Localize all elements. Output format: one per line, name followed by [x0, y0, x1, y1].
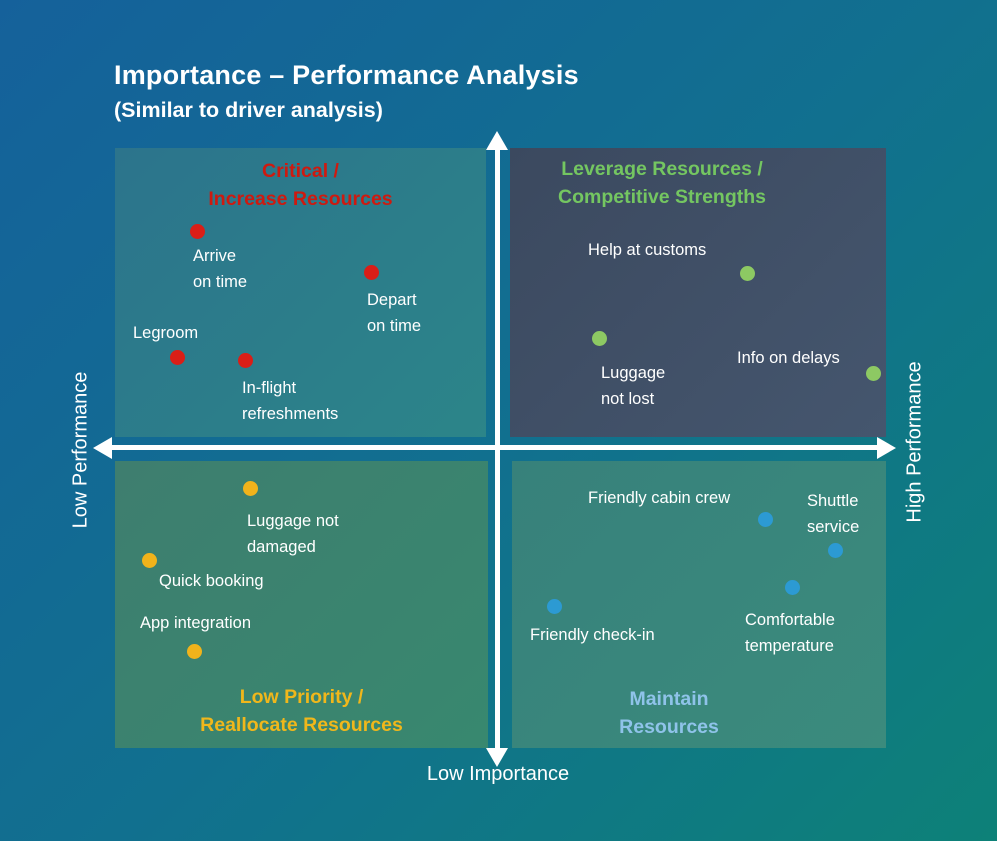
data-point-info-on-delays — [865, 365, 881, 381]
axis-label-high-performance: High Performance — [903, 361, 926, 523]
data-point-legroom — [169, 349, 185, 365]
page-title: Importance – Performance Analysis — [114, 60, 579, 90]
data-point-help-at-customs — [739, 265, 755, 281]
quadrant-title-maintain: Maintain Resources — [619, 688, 719, 738]
quadrant-title-low-priority: Low Priority / Reallocate Resources — [200, 686, 403, 736]
point-label-luggage-not-lost: Luggage not lost — [601, 364, 666, 408]
point-label-app-integration: App integration — [140, 614, 251, 632]
data-point-in-flight-refreshments — [237, 352, 253, 368]
point-label-friendly-check-in: Friendly check-in — [530, 626, 655, 644]
data-point-comfortable-temperature — [784, 579, 800, 595]
quadrant-critical: Critical / Increase Resources — [115, 148, 486, 437]
point-label-info-on-delays: Info on delays — [737, 349, 840, 367]
point-label-shuttle-service: Shuttle service — [807, 492, 860, 536]
quadrant-leverage: Leverage Resources / Competitive Strengt… — [510, 148, 886, 437]
quadrant-title-critical: Critical / Increase Resources — [208, 160, 393, 210]
arrow-left-icon — [93, 437, 112, 459]
data-point-depart-on-time — [363, 264, 379, 280]
point-label-luggage-not-damaged: Luggage not damaged — [247, 512, 339, 556]
point-label-legroom: Legroom — [133, 324, 199, 342]
data-point-friendly-check-in — [546, 598, 562, 614]
point-label-quick-booking: Quick booking — [159, 572, 264, 590]
point-label-comfortable-temperature: Comfortable temperature — [745, 611, 835, 655]
data-point-arrive-on-time — [189, 223, 205, 239]
data-point-luggage-not-lost — [591, 330, 607, 346]
data-point-shuttle-service — [827, 542, 843, 558]
data-point-app-integration — [186, 643, 202, 659]
data-point-friendly-cabin-crew — [757, 511, 773, 527]
horizontal-axis-line — [107, 445, 883, 450]
data-point-luggage-not-damaged — [242, 480, 258, 496]
quadrant-title-leverage: Leverage Resources / Competitive Strengt… — [557, 158, 767, 208]
quadrant-low-priority: Low Priority / Reallocate Resources — [115, 461, 488, 748]
point-label-help-at-customs: Help at customs — [588, 241, 707, 259]
arrow-down-icon — [486, 748, 508, 767]
page-subtitle: (Similar to driver analysis) — [114, 98, 383, 122]
axis-label-low-performance: Low Performance — [69, 371, 92, 529]
point-label-arrive-on-time: Arrive on time — [193, 247, 248, 291]
data-point-quick-booking — [141, 552, 157, 568]
arrow-up-icon — [486, 131, 508, 150]
point-label-depart-on-time: Depart on time — [367, 291, 422, 335]
quadrant-maintain: Maintain Resources — [512, 461, 886, 748]
point-label-friendly-cabin-crew: Friendly cabin crew — [588, 489, 731, 507]
axis-label-low-importance: Low Importance — [426, 763, 570, 785]
point-label-in-flight-refreshments: In-flight refreshments — [242, 379, 339, 423]
arrow-right-icon — [877, 437, 896, 459]
